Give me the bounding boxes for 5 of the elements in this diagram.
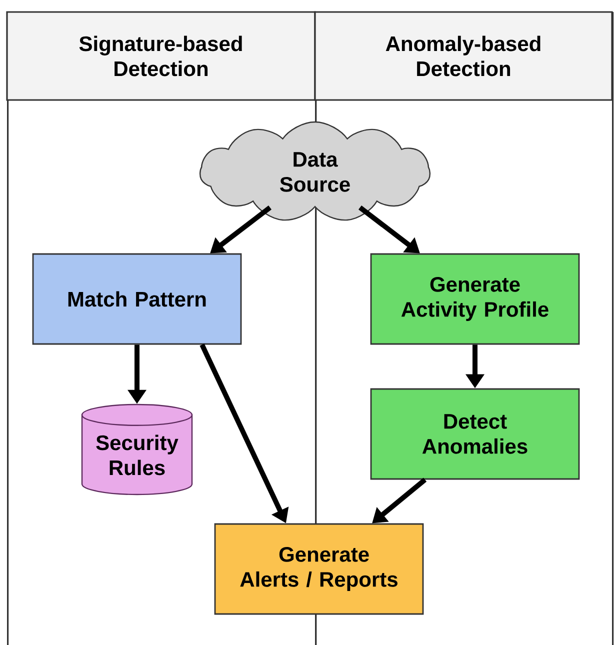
database-cylinder: Security Rules [81, 404, 193, 496]
process-box: Generate Alerts / Reports [214, 523, 424, 615]
process-box: Detect Anomalies [370, 388, 580, 480]
process-box: Match Pattern [32, 253, 242, 345]
process-box: Generate Activity Profile [370, 253, 580, 345]
